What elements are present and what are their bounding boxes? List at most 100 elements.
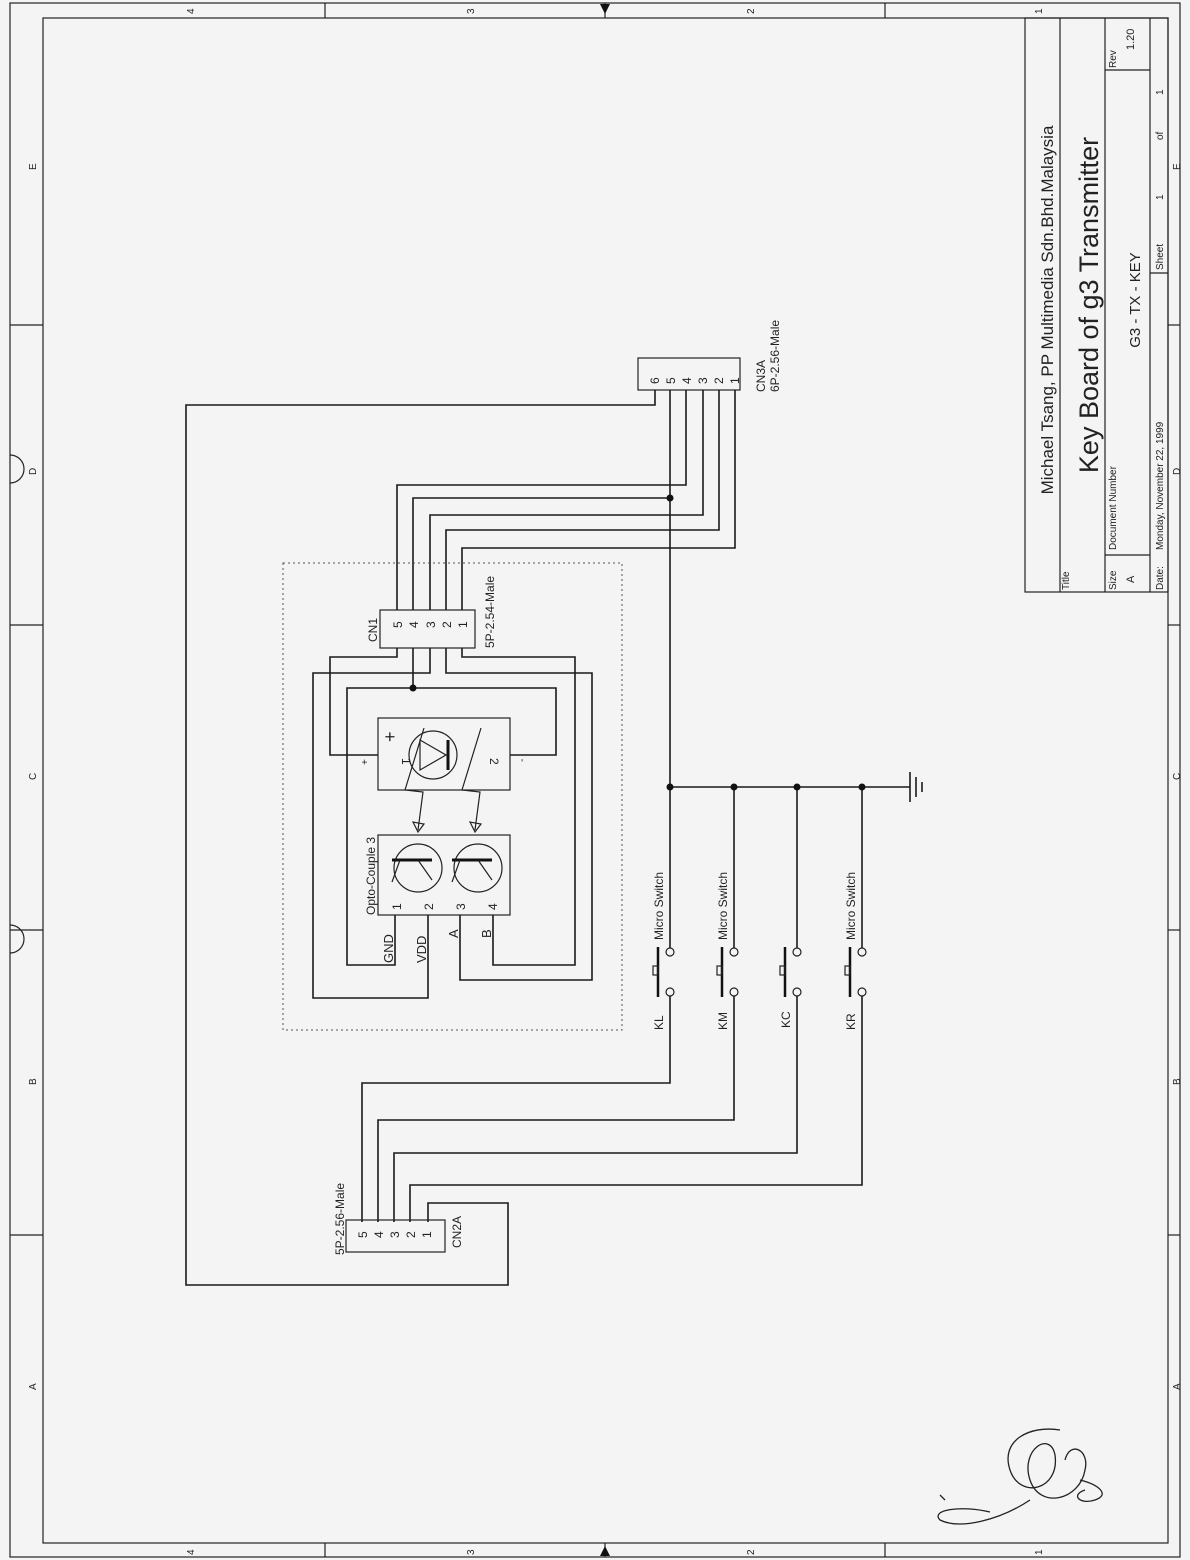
zone-row-label: B: [28, 1078, 39, 1085]
center-arrow-bottom: [600, 1546, 610, 1556]
connector-cn1[interactable]: 5 4 3 2 1 CN1 5P-2.54-Male: [366, 576, 497, 649]
zone-row-label: E: [28, 163, 39, 170]
zone-col-label: 2: [746, 1549, 757, 1555]
net-label-a: A: [446, 929, 461, 938]
pin-label: 3: [454, 903, 468, 910]
switch-part-label: Micro Switch: [652, 872, 666, 940]
opto-transistors: 1 2 3 4 Opto-Couple 3 GND VDD A B: [364, 834, 511, 963]
wires: [185, 390, 910, 1286]
junction-dots: [409, 494, 866, 791]
zone-col-label: 4: [186, 1549, 197, 1555]
pin-label: 4: [680, 377, 694, 384]
pin-label: 5: [391, 621, 405, 628]
led-pin-label: 1: [399, 758, 413, 765]
zone-row-label: C: [28, 773, 39, 780]
center-arrow-top: [600, 4, 610, 14]
binder-hole: [9, 924, 25, 954]
date-value: Monday, November 22, 1999: [1155, 421, 1166, 550]
pin-label: 3: [388, 1231, 402, 1238]
ref-label: CN3A: [754, 360, 768, 392]
led-plus-label: +: [360, 759, 371, 765]
opto-ref-label: Opto-Couple 3: [364, 837, 378, 915]
light-arrow-icon: [404, 727, 483, 834]
switch-ref-label: KL: [652, 1015, 666, 1030]
sheet-total: 1: [1155, 89, 1166, 95]
led-pin-label: 2: [487, 758, 501, 765]
date-label: Date:: [1155, 566, 1166, 590]
pin-label: 4: [407, 621, 421, 628]
pin-label: 1: [728, 377, 742, 384]
ref-label: CN2A: [450, 1216, 464, 1248]
size-label: Size: [1108, 570, 1119, 590]
zone-col-label: 2: [746, 8, 757, 14]
pin-label: 2: [440, 621, 454, 628]
phototransistor-icon: [391, 843, 443, 893]
pin-label: 4: [486, 903, 500, 910]
part-label: 5P-2.56-Male: [333, 1183, 347, 1255]
pin-label: 2: [404, 1231, 418, 1238]
switch-ref-label: KC: [779, 1011, 793, 1028]
switch-kr[interactable]: Micro Switch KR: [844, 872, 867, 1030]
part-label: 5P-2.54-Male: [483, 576, 497, 648]
zone-col-label: 1: [1034, 8, 1045, 14]
part-label: 6P-2.56-Male: [768, 320, 782, 392]
binder-hole: [9, 454, 25, 484]
switch-ref-label: KR: [844, 1013, 858, 1030]
pin-label: 2: [422, 903, 436, 910]
doc-number-label: Document Number: [1108, 465, 1119, 550]
zone-row-label: B: [1172, 1078, 1183, 1085]
inner-border: [42, 17, 1169, 1544]
led-plus-sign: +: [380, 731, 400, 742]
ref-label: CN1: [366, 618, 380, 642]
zone-ticks: [10, 3, 1180, 1557]
title-block: Michael Tsang, PP Multimedia Sdn.Bhd.Mal…: [1024, 17, 1169, 593]
zone-row-label: D: [28, 468, 39, 475]
zone-col-label: 3: [466, 8, 477, 14]
pin-label: 1: [420, 1231, 434, 1238]
pin-label: 1: [390, 903, 404, 910]
switch-km[interactable]: Micro Switch KM: [716, 872, 739, 1030]
switch-kc[interactable]: KC: [779, 947, 802, 1028]
switch-kl[interactable]: Micro Switch KL: [652, 872, 675, 1030]
pin-label: 5: [664, 377, 678, 384]
zone-col-label: 1: [1034, 1549, 1045, 1555]
document-title: Key Board of g3 Transmitter: [1074, 137, 1104, 473]
connector-cn2a[interactable]: 5 4 3 2 1 5P-2.56-Male CN2A: [333, 1183, 464, 1255]
opto-led: + 1 2 + -: [360, 717, 528, 834]
pin-label: 1: [456, 621, 470, 628]
title-label: Title: [1061, 571, 1072, 590]
connector-cn3a[interactable]: 6 5 4 3 2 1 CN3A 6P-2.56-Male: [637, 320, 782, 392]
sheet-label: Sheet: [1155, 244, 1166, 270]
zone-row-label: D: [1172, 468, 1183, 475]
pin-label: 3: [696, 377, 710, 384]
switch-part-label: Micro Switch: [716, 872, 730, 940]
zone-row-label: A: [28, 1383, 39, 1390]
pin-label: 3: [424, 621, 438, 628]
opto-module-outline: [282, 562, 623, 1031]
switch-ref-label: KM: [716, 1012, 730, 1030]
zone-labels: 4 3 2 1 4 3 2 1 E D C B A E D C B A: [28, 8, 1183, 1555]
zone-col-label: 3: [466, 1549, 477, 1555]
net-label-b: B: [479, 929, 494, 938]
switch-part-label: Micro Switch: [844, 872, 858, 940]
zone-row-label: C: [1172, 773, 1183, 780]
zone-row-label: E: [1172, 163, 1183, 170]
pin-label: 4: [372, 1231, 386, 1238]
phototransistor-icon: [451, 843, 503, 893]
company-name: Michael Tsang, PP Multimedia Sdn.Bhd.Mal…: [1038, 125, 1057, 494]
zone-col-label: 4: [186, 8, 197, 14]
doc-number: G3 - TX - KEY: [1127, 252, 1144, 348]
signature: [937, 1428, 1103, 1525]
net-label-gnd: GND: [381, 934, 396, 963]
zone-row-label: A: [1172, 1383, 1183, 1390]
led-minus-label: -: [517, 759, 528, 762]
of-label: of: [1155, 131, 1166, 140]
rev-value: 1.20: [1125, 29, 1137, 50]
rev-label: Rev: [1108, 50, 1119, 68]
pin-label: 6: [648, 377, 662, 384]
ground-icon: [909, 772, 923, 802]
pin-label: 5: [356, 1231, 370, 1238]
size-value: A: [1125, 575, 1137, 583]
net-label-vdd: VDD: [414, 936, 429, 963]
